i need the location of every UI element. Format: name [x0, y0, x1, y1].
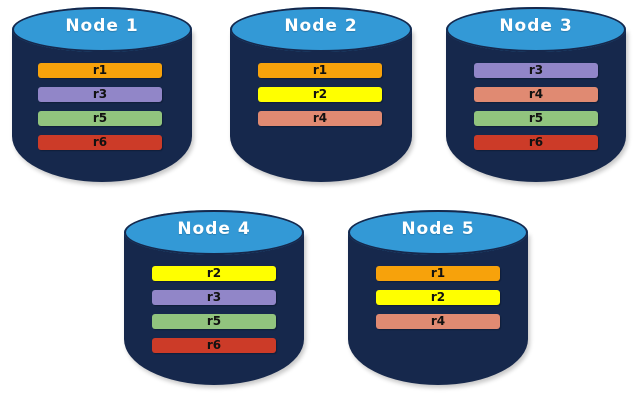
replica-bar-r2[interactable]: r2 — [376, 290, 500, 305]
node-2[interactable]: Node 2 r1 r2 r4 — [230, 7, 412, 182]
cylinder-body — [348, 232, 528, 385]
node-label: Node 1 — [65, 16, 139, 36]
replica-bar-r3[interactable]: r3 — [152, 290, 276, 305]
replica-bar-r5[interactable]: r5 — [474, 111, 598, 126]
node-label: Node 2 — [284, 16, 358, 36]
replica-bar-r3[interactable]: r3 — [474, 63, 598, 78]
node-label: Node 5 — [401, 219, 475, 239]
replica-bar-r6[interactable]: r6 — [38, 135, 162, 150]
node-3[interactable]: Node 3 r3 r4 r5 r6 — [446, 7, 626, 182]
replica-list: r1 r3 r5 r6 — [12, 7, 192, 182]
replica-bar-r1[interactable]: r1 — [258, 63, 382, 78]
replica-list: r1 r2 r4 — [230, 7, 412, 182]
cylinder-body — [12, 29, 192, 182]
node-label: Node 4 — [177, 219, 251, 239]
cylinder-body — [124, 232, 304, 385]
replica-list: r2 r3 r5 r6 — [124, 210, 304, 385]
cylinder-top-icon — [446, 7, 626, 52]
replica-bar-r5[interactable]: r5 — [38, 111, 162, 126]
node-5[interactable]: Node 5 r1 r2 r4 — [348, 210, 528, 385]
cylinder-top-icon — [348, 210, 528, 255]
replica-bar-r4[interactable]: r4 — [376, 314, 500, 329]
cylinder-body — [230, 29, 412, 182]
replica-bar-r6[interactable]: r6 — [474, 135, 598, 150]
replica-bar-r5[interactable]: r5 — [152, 314, 276, 329]
node-1[interactable]: Node 1 r1 r3 r5 r6 — [12, 7, 192, 182]
cylinder-body — [446, 29, 626, 182]
replica-bar-r4[interactable]: r4 — [258, 111, 382, 126]
node-4[interactable]: Node 4 r2 r3 r5 r6 — [124, 210, 304, 385]
replica-bar-r1[interactable]: r1 — [376, 266, 500, 281]
replica-bar-r6[interactable]: r6 — [152, 338, 276, 353]
cylinder-top-icon — [12, 7, 192, 52]
replica-bar-r1[interactable]: r1 — [38, 63, 162, 78]
replica-bar-r4[interactable]: r4 — [474, 87, 598, 102]
replica-bar-r3[interactable]: r3 — [38, 87, 162, 102]
node-label: Node 3 — [499, 16, 573, 36]
replica-bar-r2[interactable]: r2 — [152, 266, 276, 281]
cylinder-top-icon — [124, 210, 304, 255]
replica-list: r1 r2 r4 — [348, 210, 528, 385]
replica-bar-r2[interactable]: r2 — [258, 87, 382, 102]
cylinder-top-icon — [230, 7, 412, 52]
replica-list: r3 r4 r5 r6 — [446, 7, 626, 182]
